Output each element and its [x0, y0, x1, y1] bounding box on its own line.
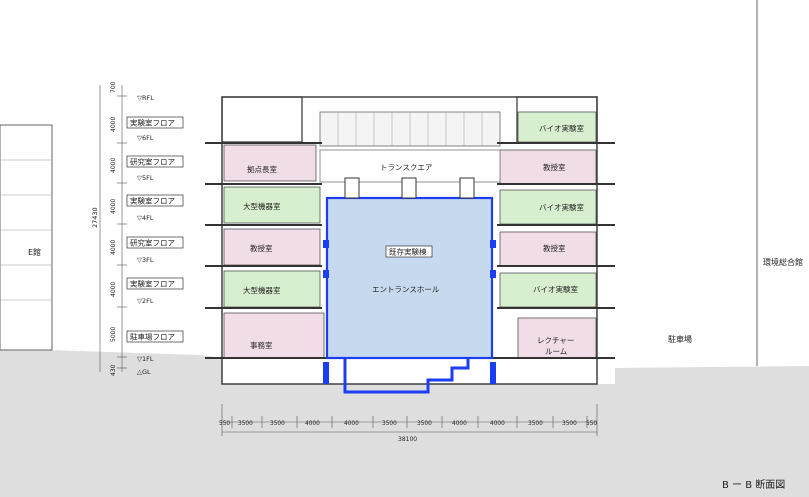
dim-7: 3500: [417, 421, 432, 427]
dim-total: 38100: [398, 436, 417, 443]
floor-label-1f: 駐車場フロア: [130, 332, 175, 342]
right-room-f1: [517, 317, 597, 359]
floor-label-5f: 研究室フロア: [130, 157, 175, 167]
level-6fl: ▽6FL: [137, 134, 154, 142]
level-2fl: ▽2FL: [137, 297, 154, 305]
room-label-right-f1-line2: ルーム: [545, 347, 567, 356]
floor-label-box-5f: [126, 155, 184, 168]
dim-3: 3500: [270, 421, 285, 427]
parking-label: 駐車場: [668, 334, 692, 344]
floor-label-4f: 実験室フロア: [130, 196, 175, 206]
level-gl: △GL: [137, 368, 151, 376]
room-label-right-f5: 教授室: [543, 162, 566, 172]
dim-5: 4000: [344, 421, 359, 427]
dim-1: 550: [219, 421, 230, 427]
right-room-f4: [499, 189, 597, 225]
level-4fl: ▽4FL: [137, 214, 154, 222]
room-label-right-f3: 教授室: [543, 243, 566, 253]
level-1fl: ▽1FL: [137, 355, 154, 363]
floor-label-box-6f: [126, 116, 184, 129]
floor-label-box-4f: [126, 194, 184, 207]
right-room-f3: [499, 231, 597, 267]
height-f5: 4000: [110, 158, 117, 173]
dim-12: 550: [586, 421, 597, 427]
dim-4: 4000: [305, 421, 320, 427]
room-label-right-f2: バイオ実験室: [533, 284, 578, 294]
room-label-trans: トランスクエア: [380, 163, 432, 172]
height-f4: 4000: [110, 199, 117, 214]
floor-label-3f: 研究室フロア: [130, 238, 175, 248]
floor-label-box-3f: [126, 236, 184, 249]
left-room-f1: [223, 312, 325, 359]
height-f3: 4000: [110, 240, 117, 255]
room-label-hall: エントランスホール: [372, 285, 440, 294]
central-hall: [327, 198, 492, 358]
room-label-left-f4: 大型機器室: [243, 201, 281, 211]
level-rfl: ▽RFL: [137, 94, 154, 102]
dim-11: 3500: [562, 421, 577, 427]
height-f1: 5000: [110, 327, 117, 342]
room-label-right-f1-line1: レクチャー: [537, 336, 574, 345]
room-label-left-f3: 教授室: [250, 243, 273, 253]
height-f6: 4000: [110, 117, 117, 132]
left-room-f5: [223, 144, 317, 182]
dim-10: 3500: [528, 421, 543, 427]
level-5fl: ▽5FL: [137, 174, 154, 182]
height-top: 700: [110, 81, 117, 93]
existing-label-box: [385, 245, 433, 258]
right-building-label: 環境総合館: [763, 257, 803, 267]
height-total: 27430: [91, 207, 99, 228]
level-3fl: ▽3FL: [137, 256, 154, 264]
floor-label-2f: 実験室フロア: [130, 279, 175, 289]
basement-outline: [343, 358, 470, 394]
floor-label-box-1f: [126, 330, 184, 343]
floor-label-box-2f: [126, 277, 184, 290]
room-label-left-f1: 事務室: [250, 340, 273, 350]
height-f2: 4000: [110, 282, 117, 297]
floor-label-6f: 実験室フロア: [130, 118, 175, 128]
ground: [0, 342, 809, 497]
room-label-right-f4: バイオ実験室: [539, 202, 584, 212]
room-label-left-f2: 大型機器室: [243, 285, 281, 295]
right-room-f2: [499, 272, 597, 308]
building-outline: [221, 96, 598, 385]
dim-2: 3500: [238, 421, 253, 427]
drawing-title: B ー B 断面図: [722, 478, 785, 491]
room-label-existing: 既存実験棟: [389, 247, 427, 257]
room-label-left-f5: 拠点長室: [247, 164, 277, 174]
dim-9: 4000: [490, 421, 505, 427]
left-room-f4: [223, 186, 321, 224]
left-roof-structure: [221, 96, 303, 143]
right-room-f6: [517, 111, 597, 143]
dim-6: 3500: [382, 421, 397, 427]
left-building: [0, 124, 53, 351]
trans-square: [319, 149, 501, 183]
room-label-right-f6: バイオ実験室: [539, 123, 584, 133]
left-room-f3: [223, 228, 321, 266]
left-building-label: E館: [28, 247, 41, 257]
height-gl: 430: [110, 364, 117, 376]
dim-8: 4000: [452, 421, 467, 427]
left-room-f2: [223, 270, 321, 308]
